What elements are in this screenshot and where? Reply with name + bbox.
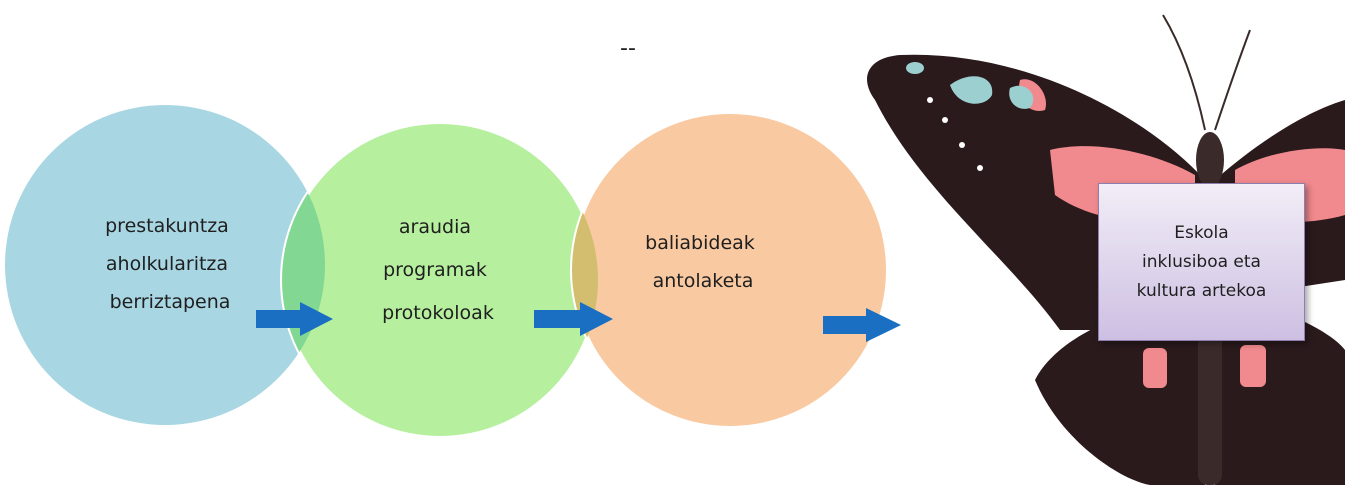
circle-2-line-3: protokoloak xyxy=(382,302,494,324)
circle-1-line-1: prestakuntza xyxy=(105,215,229,237)
circle-1-line-2: aholkularitza xyxy=(106,253,228,275)
arrow-3 xyxy=(823,308,901,342)
circle-2-label: araudia programak protokoloak xyxy=(382,216,494,324)
arrow-2 xyxy=(534,302,613,336)
dash-mark: -- xyxy=(620,36,636,61)
circle-3-label: baliabideak antolaketa xyxy=(645,232,761,292)
goal-box: Eskola inklusiboa eta kultura artekoa xyxy=(1098,183,1305,341)
circle-1-label: prestakuntza aholkularitza berriztapena xyxy=(105,215,235,313)
circle-2-line-2: programak xyxy=(383,259,487,281)
circle-1-line-3: berriztapena xyxy=(110,291,231,313)
goal-box-label: Eskola inklusiboa eta kultura artekoa xyxy=(1136,222,1267,301)
circle-3-line-2: antolaketa xyxy=(653,270,754,292)
circle-2-line-1: araudia xyxy=(399,216,471,238)
circle-training xyxy=(5,105,325,425)
arrow-1 xyxy=(256,302,333,336)
circle-3-line-1: baliabideak xyxy=(645,232,755,254)
